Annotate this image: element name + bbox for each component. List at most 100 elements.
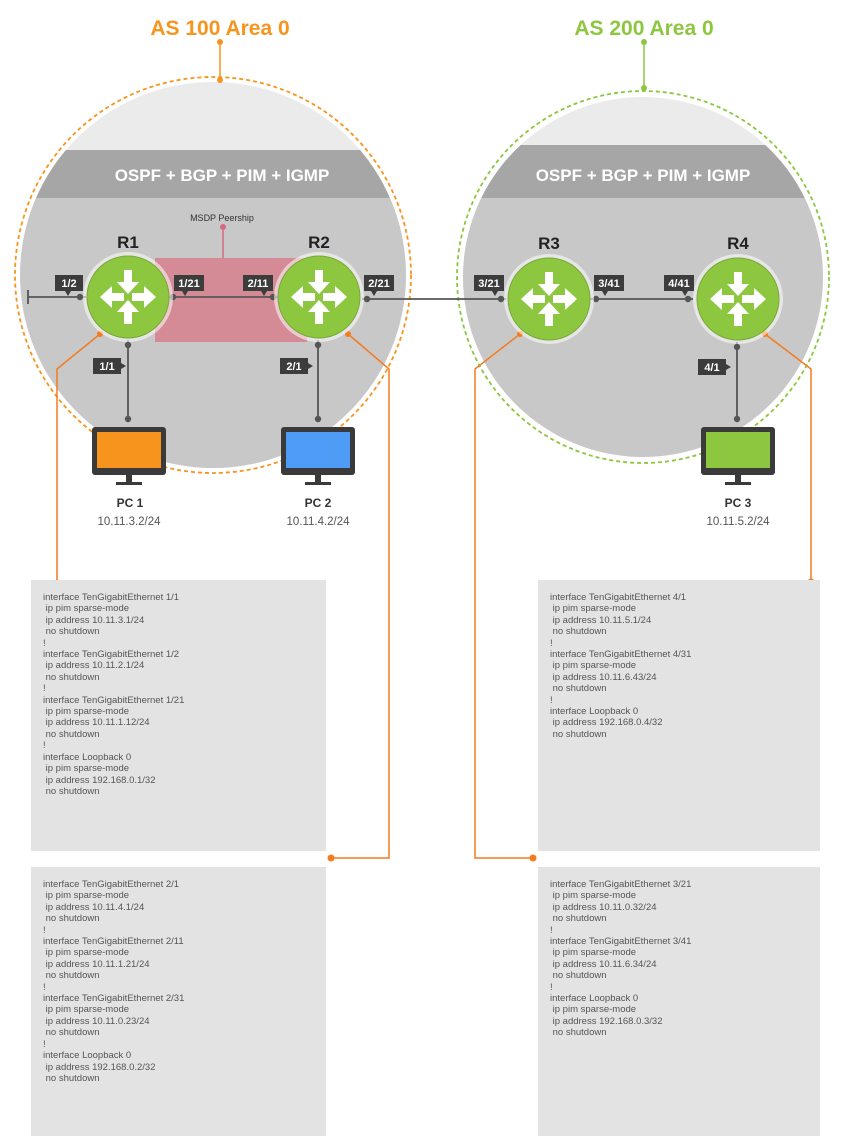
config-line: ip pim sparse-mode	[550, 603, 637, 615]
leader-r3-config	[474, 333, 533, 859]
config-line: interface TenGigabitEthernet 4/31	[550, 649, 692, 661]
config-line: !	[550, 637, 553, 649]
port-tag-2-21: 2/21	[364, 275, 394, 296]
pc3-ip: 10.11.5.2/24	[706, 516, 770, 528]
config-line: interface TenGigabitEthernet 3/41	[550, 936, 692, 948]
port-tag-1-2: 1/2	[55, 275, 83, 296]
leader-r1-config	[56, 333, 101, 583]
config-line: no shutdown	[550, 970, 607, 982]
config-line: ip pim sparse-mode	[43, 706, 130, 718]
msdp-peership-dot	[220, 224, 226, 230]
config-line: interface Loopback 0	[550, 993, 639, 1005]
config-line: ip address 10.11.1.21/24	[43, 958, 150, 970]
config-line: !	[550, 981, 553, 993]
area-as100-title: AS 100 Area 0	[150, 17, 289, 40]
config-line: ip pim sparse-mode	[550, 660, 637, 672]
config-r1: interface TenGigabitEthernet 1/1 ip pim …	[31, 580, 326, 851]
area-as100-title-dot	[217, 39, 223, 45]
area-as100: AS 100 Area 0 OSPF + BGP + PIM + IGMP	[14, 17, 412, 474]
config-line: ip pim sparse-mode	[550, 1004, 637, 1016]
area-as200-title-dot	[641, 39, 647, 45]
config-line: ip address 10.11.2.1/24	[43, 660, 145, 672]
router-r3-icon	[504, 254, 594, 344]
svg-text:2/1: 2/1	[286, 361, 301, 373]
port-tag-3-41: 3/41	[594, 275, 624, 296]
config-line: !	[43, 981, 46, 993]
config-r3: interface TenGigabitEthernet 3/21 ip pim…	[538, 867, 820, 1136]
pc2-ip: 10.11.4.2/24	[286, 516, 350, 528]
svg-text:1/2: 1/2	[61, 278, 76, 290]
config-line: ip pim sparse-mode	[43, 763, 130, 775]
config-line: interface TenGigabitEthernet 1/1	[43, 592, 180, 603]
config-line: no shutdown	[43, 626, 100, 638]
svg-text:4/1: 4/1	[704, 362, 719, 374]
config-line: ip address 192.168.0.4/32	[550, 717, 663, 729]
config-line: !	[43, 1038, 46, 1050]
port-tag-1-21: 1/21	[174, 275, 204, 296]
config-line: no shutdown	[43, 671, 100, 683]
config-line: ip pim sparse-mode	[550, 890, 637, 902]
config-line: interface TenGigabitEthernet 2/1	[43, 879, 180, 890]
config-line: no shutdown	[43, 970, 100, 982]
router-r4-label: R4	[727, 234, 749, 253]
port-tag-4-41: 4/41	[664, 275, 694, 296]
config-line: ip address 10.11.6.34/24	[550, 958, 657, 970]
config-line: no shutdown	[43, 785, 100, 797]
area-as100-protocols: OSPF + BGP + PIM + IGMP	[115, 166, 330, 185]
port-tag-2-1: 2/1	[280, 358, 313, 374]
config-line: ip pim sparse-mode	[550, 947, 637, 959]
config-line: no shutdown	[550, 1027, 607, 1039]
router-r2-label: R2	[308, 233, 330, 252]
config-line: no shutdown	[550, 683, 607, 695]
config-line: interface Loopback 0	[550, 706, 639, 718]
config-line: interface TenGigabitEthernet 4/1	[550, 592, 687, 603]
config-line: ip address 10.11.1.12/24	[43, 717, 150, 729]
leader-r2-config	[331, 333, 390, 859]
config-line: no shutdown	[550, 913, 607, 925]
msdp-peership-label: MSDP Peership	[190, 213, 254, 223]
pc1-ip: 10.11.3.2/24	[97, 516, 161, 528]
svg-text:4/41: 4/41	[668, 278, 689, 290]
svg-text:2/21: 2/21	[368, 278, 389, 290]
area-as200-title-dot-lower	[641, 85, 647, 91]
config-line: no shutdown	[43, 1072, 100, 1084]
config-line: ip pim sparse-mode	[43, 947, 130, 959]
links	[27, 290, 738, 420]
config-line: no shutdown	[43, 913, 100, 925]
pc2-monitor-icon	[281, 427, 355, 485]
config-line: !	[550, 924, 553, 936]
config-line: interface Loopback 0	[43, 1050, 132, 1062]
leader-r4-config	[764, 333, 812, 582]
config-line: interface TenGigabitEthernet 1/21	[43, 694, 185, 706]
config-line: ip address 192.168.0.2/32	[43, 1061, 156, 1073]
config-line: !	[43, 924, 46, 936]
config-line: interface TenGigabitEthernet 1/2	[43, 649, 180, 661]
config-line: interface Loopback 0	[43, 751, 132, 763]
config-line: ip address 192.168.0.1/32	[43, 774, 156, 786]
port-tag-4-1: 4/1	[698, 359, 731, 375]
router-r2-icon	[274, 252, 364, 342]
config-line: no shutdown	[550, 626, 607, 638]
config-line: interface TenGigabitEthernet 2/31	[43, 993, 185, 1005]
config-leaders	[56, 333, 812, 859]
config-line: ip pim sparse-mode	[43, 603, 130, 615]
config-line: !	[43, 740, 46, 752]
svg-text:1/1: 1/1	[99, 361, 114, 373]
config-line: interface TenGigabitEthernet 3/21	[550, 879, 692, 890]
area-as100-title-dot-lower	[217, 77, 223, 83]
port-tag-3-21: 3/21	[474, 275, 504, 296]
area-as200-protocols: OSPF + BGP + PIM + IGMP	[536, 166, 751, 185]
config-r4: interface TenGigabitEthernet 4/1 ip pim …	[538, 580, 820, 851]
area-as100-band	[20, 150, 406, 198]
config-line: ip address 10.11.4.1/24	[43, 901, 145, 913]
area-as200-dashed-border	[456, 90, 830, 464]
area-as200-title: AS 200 Area 0	[574, 17, 713, 40]
pc3-monitor-icon	[701, 427, 775, 485]
config-line: !	[43, 637, 46, 649]
config-line: ip address 10.11.0.32/24	[550, 901, 657, 913]
router-r3-label: R3	[538, 234, 560, 253]
config-line: no shutdown	[43, 1027, 100, 1039]
config-line: !	[43, 683, 46, 695]
